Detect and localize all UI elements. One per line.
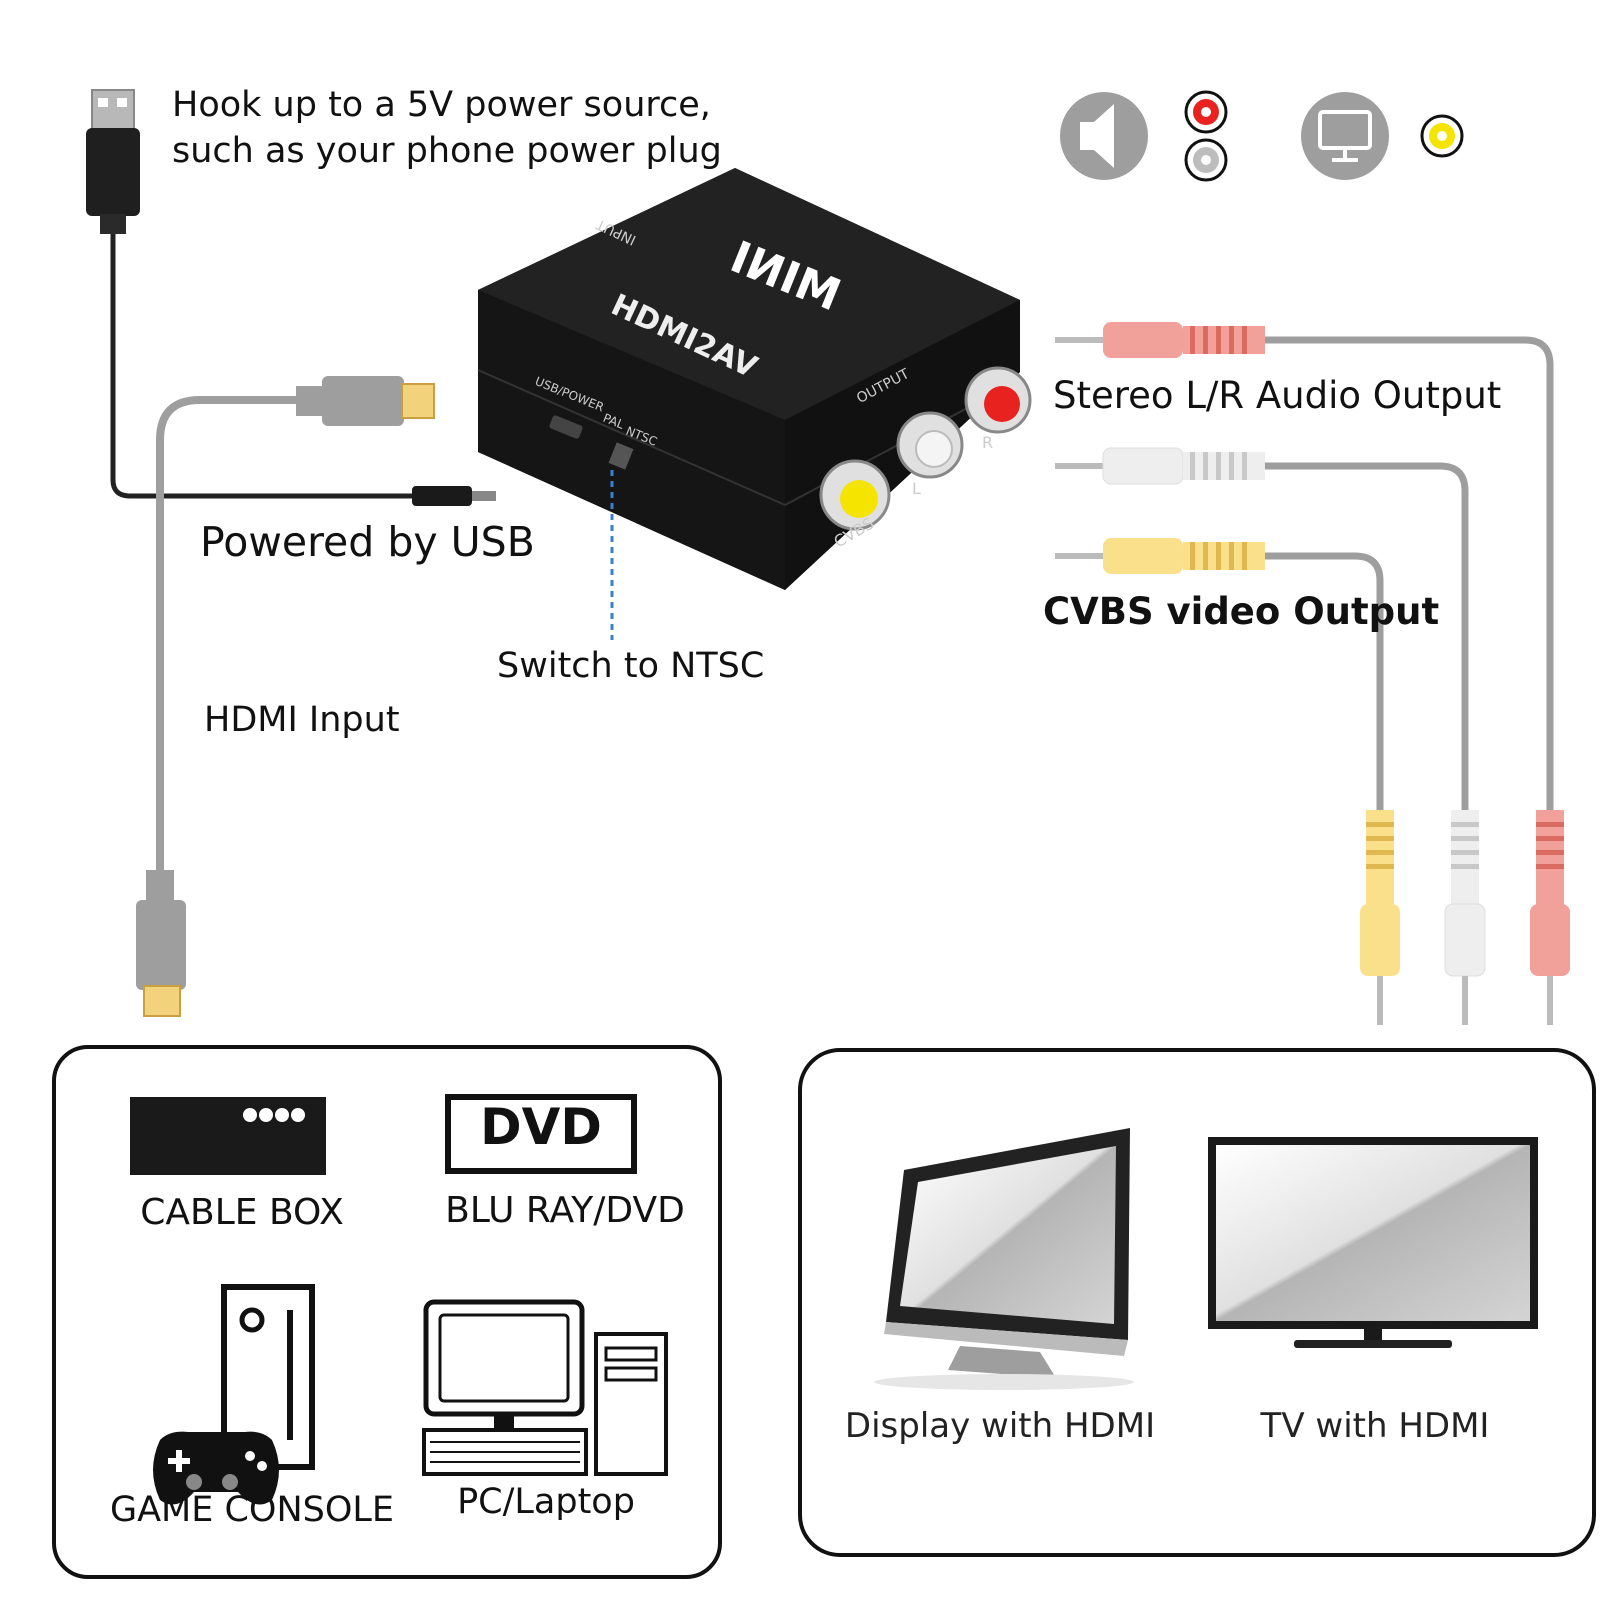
monitor-display-icon — [874, 1128, 1134, 1390]
source-pc-label: PC/Laptop — [457, 1482, 635, 1522]
usb-power-caption-line1: Hook up to a 5V power source, — [172, 85, 711, 125]
powered-by-usb-caption: Powered by USB — [200, 518, 535, 566]
hdmi-input-caption: HDMI Input — [204, 700, 400, 740]
source-cable-box-label: CABLE BOX — [140, 1192, 344, 1233]
display-monitor-label: Display with HDMI — [844, 1406, 1156, 1446]
cable-box-icon — [130, 1097, 326, 1175]
rca-cable-red — [1055, 322, 1570, 1025]
game-console-icon — [153, 1284, 315, 1505]
source-blu-ray-label: BLU RAY/DVD — [445, 1190, 685, 1231]
pal-ntsc-switch[interactable] — [608, 442, 634, 470]
cvbs-output-caption: CVBS video Output — [1043, 590, 1440, 633]
rca-cable-yellow — [1055, 538, 1400, 1025]
pc-icon — [422, 1299, 668, 1476]
dvd-logo-text: DVD — [480, 1098, 602, 1156]
usb-power-port — [549, 415, 583, 439]
display-tv-label: TV with HDMI — [1260, 1406, 1490, 1446]
rca-jack-r — [964, 366, 1032, 434]
usb-cable — [86, 89, 496, 506]
hdmi2av-converter: MINI HDMI2AV INPUT OUTPUT USB/POWER PAL … — [477, 168, 1032, 590]
rca-white-dot-icon — [1184, 138, 1228, 182]
rca-yellow-dot-icon — [1420, 114, 1464, 158]
speaker-icon — [1060, 92, 1148, 180]
rca-red-dot-icon — [1184, 90, 1228, 134]
rca-cable-white — [1055, 447, 1486, 1025]
hdmi-cable — [136, 376, 435, 1017]
source-game-console-label: GAME CONSOLE — [109, 1490, 395, 1530]
switch-to-ntsc-caption: Switch to NTSC — [497, 646, 765, 686]
tv-display-icon — [1208, 1137, 1538, 1348]
rca-jack-l — [896, 411, 964, 479]
dvd-logo-icon — [445, 1094, 637, 1174]
stereo-output-caption: Stereo L/R Audio Output — [1053, 374, 1502, 417]
jack-l-label: L — [912, 479, 921, 498]
monitor-icon — [1301, 92, 1389, 180]
usb-power-caption-line2: such as your phone power plug — [172, 131, 722, 171]
rca-jack-cvbs — [819, 459, 891, 531]
usb-power-caption: Hook up to a 5V power source, such as yo… — [172, 82, 722, 174]
jack-r-label: R — [982, 433, 993, 452]
